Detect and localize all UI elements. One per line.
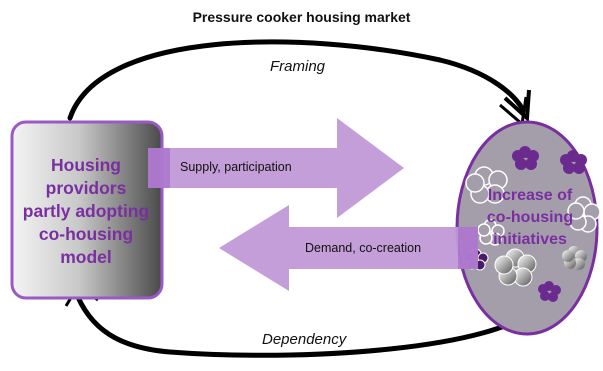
- silver-flower-icon: [494, 248, 537, 287]
- demand-arrow: [219, 205, 478, 291]
- co-housing-initiatives-label: Increase of co-housing initiatives: [486, 187, 574, 248]
- flower-outline-icon: [567, 196, 601, 233]
- demand-arrow-label: Demand, co-creation: [305, 241, 422, 255]
- flower-outline-icon: [465, 166, 508, 204]
- housing-providers-label: Housing providors partly adopting co-hou…: [22, 155, 150, 267]
- flower-icon: [538, 281, 561, 302]
- supply-arrow-label: Supply, participation: [180, 160, 292, 174]
- dependency-label: Dependency: [262, 331, 347, 348]
- housing-providers-box: [10, 120, 164, 300]
- diagram-title: Pressure cooker housing market: [192, 9, 411, 25]
- top-arc-arrow: [67, 39, 526, 121]
- flower-icon: [512, 146, 539, 170]
- framing-label: Framing: [270, 58, 326, 75]
- bottom-arc-arrow: [72, 287, 543, 358]
- flower-outline-icon: [477, 219, 505, 246]
- top-arc-arrowhead: [503, 89, 531, 123]
- silver-flower-icon: [562, 246, 587, 270]
- supply-arrow: [148, 118, 404, 218]
- flower-icon: [560, 150, 587, 174]
